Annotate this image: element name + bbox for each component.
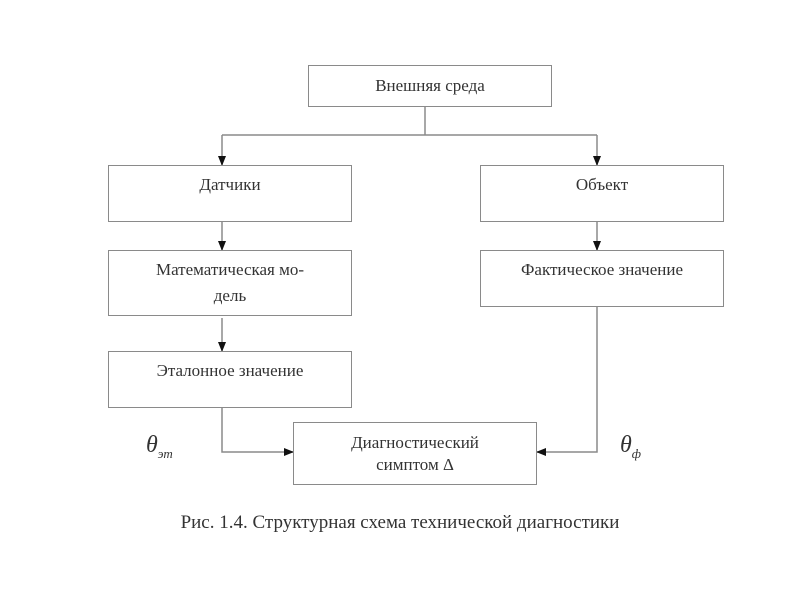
node-environment-label: Внешняя среда	[375, 76, 485, 95]
node-actual-value: Фактическое значение	[480, 250, 724, 307]
theta-reference-symbol: θ	[146, 432, 158, 458]
node-symptom-line2: симптом Δ	[376, 454, 454, 474]
node-environment: Внешняя среда	[308, 65, 552, 107]
edge-actual-to-symptom	[536, 307, 598, 456]
node-object: Объект	[480, 165, 724, 222]
node-sensors-label: Датчики	[199, 175, 261, 194]
node-reference-value-label: Эталонное значение	[156, 361, 304, 380]
node-reference-value: Эталонное значение	[108, 351, 352, 408]
node-sensors: Датчики	[108, 165, 352, 222]
theta-reference-label: θэт	[146, 432, 173, 462]
theta-reference-subscript: эт	[157, 446, 173, 461]
node-object-label: Объект	[575, 175, 629, 194]
edge-reference-to-symptom	[221, 408, 294, 456]
theta-actual-label: θф	[620, 432, 641, 462]
node-math-model: Математическая мо- дель	[108, 250, 352, 316]
figure-caption: Рис. 1.4. Структурная схема технической …	[180, 512, 620, 533]
node-actual-value-label: Фактическое значение	[520, 260, 683, 279]
theta-actual-subscript: ф	[631, 446, 642, 461]
node-symptom: Диагностический симптом Δ	[293, 422, 537, 485]
node-math-model-label: Математическая мо- дель	[155, 260, 305, 305]
theta-actual-symbol: θ	[620, 432, 632, 458]
node-symptom-line1: Диагностический	[351, 432, 479, 452]
